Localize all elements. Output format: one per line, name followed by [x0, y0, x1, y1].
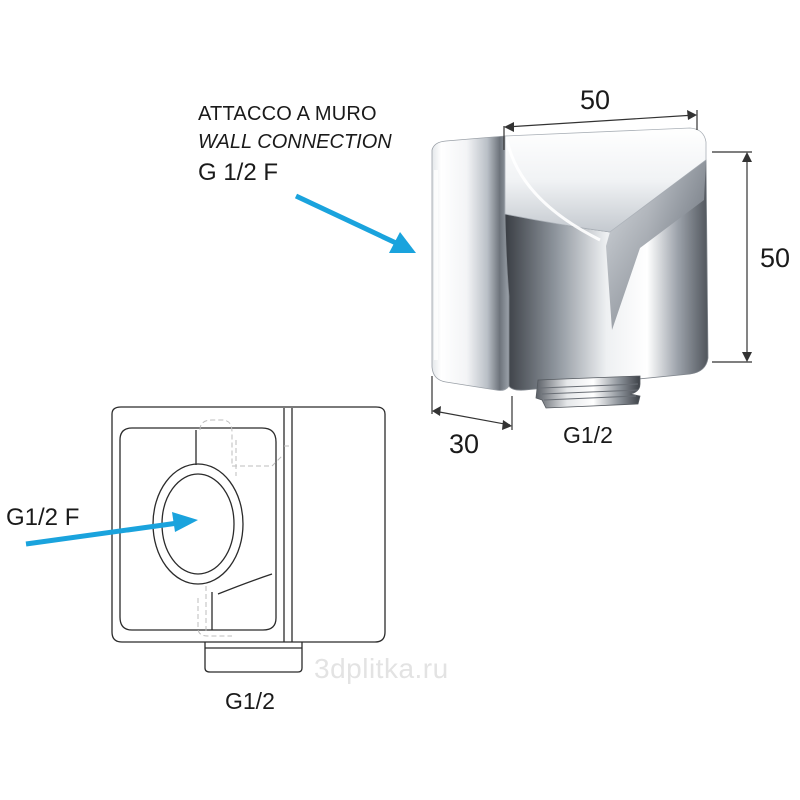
wall-connection-label-it: ATTACCO A MURO	[198, 103, 377, 125]
inlet-arrow	[25, 520, 179, 547]
inlet-thread-label: G1/2 F	[6, 504, 80, 531]
height-dimension-label: 50	[760, 243, 791, 273]
depth-dimension-label: 30	[449, 429, 480, 459]
outlet-thread-label-front: G1/2	[225, 688, 275, 714]
width-dimension-label: 50	[580, 85, 611, 115]
render-outlet-thread	[535, 375, 641, 409]
front-body-outline	[111, 406, 386, 643]
front-outlet-thread	[204, 642, 303, 673]
depth-dimension-line	[433, 410, 511, 426]
wall-thread-label: G 1/2 F	[198, 159, 279, 186]
watermark: 3dplitka.ru	[314, 653, 449, 684]
wall-connection-arrow	[294, 193, 398, 246]
render-bevel	[606, 160, 706, 330]
width-dimension-line	[505, 114, 696, 128]
outlet-thread-label-3d: G1/2	[563, 422, 613, 448]
wall-connection-label-en: WALL CONNECTION	[198, 131, 392, 153]
